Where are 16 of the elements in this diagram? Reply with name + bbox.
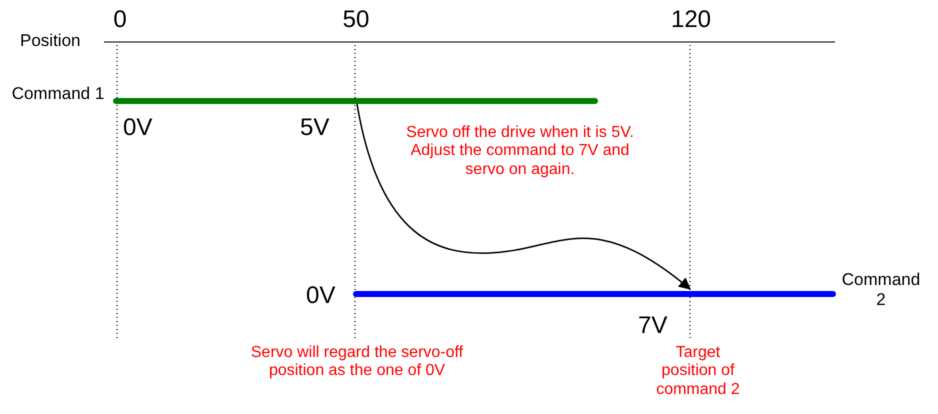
axis-tick-label: 0 (112, 6, 128, 34)
command-line (353, 291, 836, 297)
axis-tick-label: 120 (670, 6, 712, 34)
axis-tick-label: 50 (342, 6, 370, 34)
annotation-note: Servo off the drive when it is 5V. Adjust the command to 7V and servo on again. (405, 124, 635, 180)
annotation-note: Servo will regard the servo-off position as the one of 0V (250, 344, 464, 381)
axis-label: Position (20, 31, 82, 51)
voltage-label: 7V (638, 312, 668, 340)
series-label: Command 2 (840, 270, 922, 310)
arrow (356, 104, 691, 290)
annotation-note: Target position of command 2 (655, 344, 741, 400)
voltage-label: 0V (123, 114, 154, 142)
command-line (113, 98, 598, 104)
series-label: Command 1 (10, 84, 106, 104)
voltage-label: 0V (306, 282, 336, 310)
voltage-label: 5V (300, 114, 330, 142)
